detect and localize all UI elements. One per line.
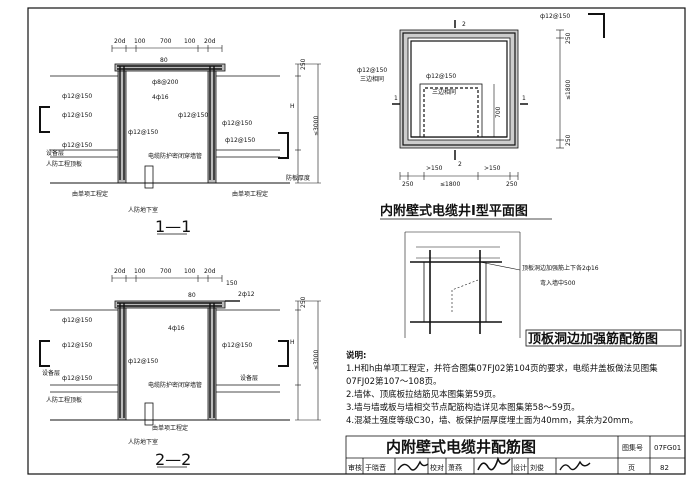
dim-700: 700 xyxy=(160,38,172,45)
plan-bar-inner-note: 三边相同 xyxy=(432,88,456,96)
opening-note-1: 顶板洞边加强筋上下各2ф16 xyxy=(522,264,599,272)
bar-label: ф12@150 xyxy=(225,137,255,144)
dim-H: H xyxy=(290,103,295,110)
dim-100-right: 100 xyxy=(184,268,196,275)
label-elev: 由单项工程定 xyxy=(152,424,188,432)
dim-250: 250 xyxy=(300,296,307,308)
design-label: 设计 xyxy=(513,463,527,472)
bar-label: ф12@150 xyxy=(62,142,92,149)
label-equip-left: 设备层 xyxy=(42,369,60,377)
label-elev: 由单项工程定 xyxy=(72,190,108,198)
bar-label: ф12@150 xyxy=(222,342,252,349)
dim-250: 250 xyxy=(300,58,307,70)
opening-note-2: 弯入墙中500 xyxy=(540,279,576,287)
title-block xyxy=(345,435,686,475)
plan-bar-left-note: 三边相同 xyxy=(360,75,384,83)
label-equip-right: 设备层 xyxy=(240,374,258,382)
label-80: 80 xyxy=(188,292,196,299)
dim-700: 700 xyxy=(495,106,502,118)
page-no: 82 xyxy=(660,464,669,472)
dim-100-left: 100 xyxy=(134,38,146,45)
label-basement: 人防地下室 xyxy=(128,206,158,214)
dim-250: 250 xyxy=(402,181,414,188)
opening-title: 顶板洞边加强筋配筋图 xyxy=(528,331,658,347)
bar-2-12: 2ф12 xyxy=(238,291,255,298)
label-equip: 设备层 xyxy=(46,149,64,157)
bar-label: ф12@150 xyxy=(62,93,92,100)
plan-bar-inner: ф12@150 xyxy=(426,73,456,80)
dim-250-v: 250 xyxy=(565,32,572,44)
dim-20d-left: 20d xyxy=(114,268,126,275)
design-name: 刘俊 xyxy=(530,463,544,472)
cut-mark-2-bottom: 2 xyxy=(458,161,462,168)
review-name: 于晓音 xyxy=(365,463,386,472)
bar-label: ф12@150 xyxy=(62,375,92,382)
plan-bar-left: ф12@150 xyxy=(357,67,387,74)
bar-label: ф12@150 xyxy=(128,129,158,136)
dim-3000: ≤3000 xyxy=(313,350,320,370)
page-label: 页 xyxy=(628,464,635,472)
plan-bar-top: ф12@150 xyxy=(540,13,570,20)
label-floor: 人防工程顶板 xyxy=(46,396,82,404)
label-elev-right: 由单项工程定 xyxy=(232,190,268,198)
dim-150: >150 xyxy=(426,165,443,172)
dim-20d-left: 20d xyxy=(114,38,126,45)
review-label: 审核 xyxy=(348,463,362,472)
section-2-title: 2—2 xyxy=(155,450,191,469)
label-side: 防板厚度 xyxy=(286,174,310,182)
note-line: 3.墙与墙或板与墙相交节点配筋构造详见本图集第58～59页。 xyxy=(346,402,580,413)
label-cable: 电缆防护密闭穿墙管 xyxy=(148,152,202,160)
cut-mark-1-left: 1 xyxy=(394,95,398,102)
bar-label: ф12@150 xyxy=(128,358,158,365)
section-1-1 xyxy=(39,45,321,189)
label-floor: 人防工程顶板 xyxy=(46,160,82,168)
label-80: 80 xyxy=(160,57,168,64)
dim-20d-right: 20d xyxy=(204,38,216,45)
note-line: 07FJ02第107～108页。 xyxy=(346,376,441,387)
dim-700: 700 xyxy=(160,268,172,275)
dim-250: 250 xyxy=(506,181,518,188)
dim-20d-right: 20d xyxy=(204,268,216,275)
bar-label: ф12@150 xyxy=(62,112,92,119)
dim-le1800-v: ≤1800 xyxy=(565,80,572,100)
note-line: 4.混凝土强度等级C30，墙、板保护层厚度埋土面为40mm，其余为20mm。 xyxy=(346,415,638,426)
bar-label: ф12@150 xyxy=(178,112,208,119)
sheet-title: 内附壁式电缆井配筋图 xyxy=(386,438,536,456)
dim-250-v: 250 xyxy=(565,134,572,146)
check-name: 萧燕 xyxy=(448,463,462,472)
dim-le1800: ≤1800 xyxy=(440,181,460,188)
section-1-title: 1—1 xyxy=(155,217,191,236)
dim-150: >150 xyxy=(484,165,501,172)
bar-label: ф12@150 xyxy=(62,342,92,349)
note-line: 2.墙体、顶底板拉结筋见本图集第59页。 xyxy=(346,389,501,400)
section-2-2 xyxy=(39,275,321,426)
note-line: 1.H和h由单项工程定，并符合图集07FJ02第104页的要求，电缆井盖板做法见… xyxy=(346,363,658,374)
dim-150: 150 xyxy=(226,280,238,287)
design-signature xyxy=(559,460,591,471)
cut-mark-1-right: 1 xyxy=(522,95,526,102)
opening-detail xyxy=(404,231,521,338)
cut-mark-2-top: 2 xyxy=(462,21,466,28)
review-signature xyxy=(397,460,429,471)
label-cable: 电缆防护密闭穿墙管 xyxy=(148,381,202,389)
atlas-label: 图集号 xyxy=(622,443,643,452)
check-signature xyxy=(477,456,511,471)
dim-100-left: 100 xyxy=(134,268,146,275)
label-basement: 人防地下室 xyxy=(128,438,158,446)
plan-view xyxy=(392,13,605,180)
bar-4-16: 4ф16 xyxy=(168,325,185,332)
check-label: 校对 xyxy=(430,463,444,472)
notes-heading: 说明: xyxy=(346,350,366,361)
bar-label: ф12@150 xyxy=(222,120,252,127)
dim-100-right: 100 xyxy=(184,38,196,45)
atlas-no: 07FG01 xyxy=(654,444,681,452)
bar-label: ф12@150 xyxy=(62,317,92,324)
dim-H: H xyxy=(290,339,295,346)
bar-label: ф8@200 xyxy=(152,79,179,86)
bar-4-16: 4ф16 xyxy=(152,94,169,101)
plan-title: 内附壁式电缆井Ⅰ型平面图 xyxy=(380,203,528,219)
dim-3000: ≤3000 xyxy=(313,116,320,136)
